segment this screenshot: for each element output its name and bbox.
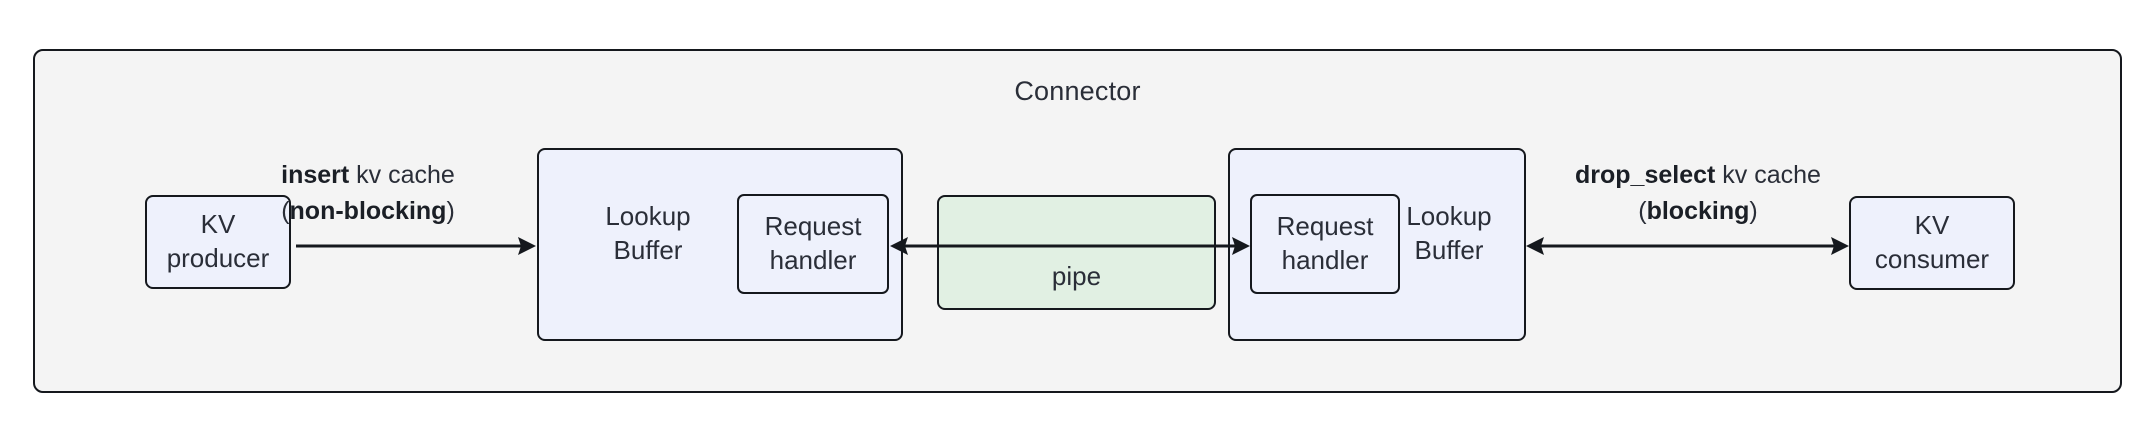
node-request-handler-right[interactable]: Request handler [1250, 194, 1400, 294]
node-kv-producer-line1: KV [200, 209, 236, 240]
node-request-handler-left[interactable]: Request handler [737, 194, 889, 294]
node-request-handler-right-line2: handler [1281, 245, 1369, 275]
edge-label-drop-select: drop_select kv cache (blocking) [1536, 158, 1860, 229]
node-lookup-buffer-right[interactable]: Request handler Lookup Buffer [1228, 148, 1526, 341]
node-lookup-buffer-right-line1: Lookup [1406, 201, 1492, 231]
node-request-handler-left-line2: handler [769, 245, 857, 275]
node-request-handler-right-label: Request handler [1277, 210, 1374, 278]
edge-label-insert: insert kv cache (non-blocking) [178, 158, 558, 229]
node-kv-consumer[interactable]: KV consumer [1849, 196, 2015, 290]
edge-label-drop-select-line2: (blocking) [1536, 194, 1860, 230]
edge-label-insert-open: ( [281, 196, 290, 225]
node-lookup-buffer-left-line2: Buffer [613, 234, 683, 265]
edge-label-drop-select-line1: drop_select kv cache [1536, 158, 1860, 194]
node-pipe[interactable]: pipe [937, 195, 1216, 310]
node-kv-consumer-line1: KV [1914, 210, 1950, 241]
node-lookup-buffer-left-line1: Lookup [605, 201, 691, 231]
edge-label-drop-select-open: ( [1638, 196, 1647, 225]
node-lookup-buffer-left-label: Lookup Buffer [563, 200, 733, 268]
edge-label-drop-select-rest: kv cache [1715, 161, 1821, 189]
edge-label-insert-line2: (non-blocking) [178, 194, 558, 230]
node-lookup-buffer-right-line2: Buffer [1414, 234, 1484, 265]
node-kv-producer-line2: producer [166, 243, 270, 273]
edge-label-drop-select-close: ) [1749, 196, 1758, 225]
connector-title: Connector [1014, 76, 1141, 106]
node-request-handler-left-label: Request handler [765, 210, 862, 278]
node-request-handler-left-line1: Request [764, 211, 862, 242]
node-lookup-buffer-right-label: Lookup Buffer [1388, 200, 1510, 268]
edge-label-insert-close: ) [446, 196, 455, 225]
edge-label-insert-rest: kv cache [349, 161, 455, 189]
node-pipe-label: pipe [1051, 261, 1102, 292]
edge-label-insert-bold: insert [281, 161, 350, 189]
edge-label-drop-select-bold: drop_select [1575, 161, 1716, 189]
edge-label-insert-bold2: non-blocking [289, 196, 447, 225]
edge-label-insert-line1: insert kv cache [178, 158, 558, 194]
edge-label-drop-select-bold2: blocking [1646, 196, 1750, 225]
node-kv-consumer-label: KV consumer [1875, 209, 1989, 277]
node-kv-producer-label: KV producer [167, 208, 270, 276]
node-lookup-buffer-left[interactable]: Lookup Buffer Request handler [537, 148, 903, 341]
node-kv-consumer-line2: consumer [1874, 244, 1990, 274]
node-kv-producer[interactable]: KV producer [145, 195, 291, 289]
node-request-handler-right-line1: Request [1276, 211, 1374, 242]
